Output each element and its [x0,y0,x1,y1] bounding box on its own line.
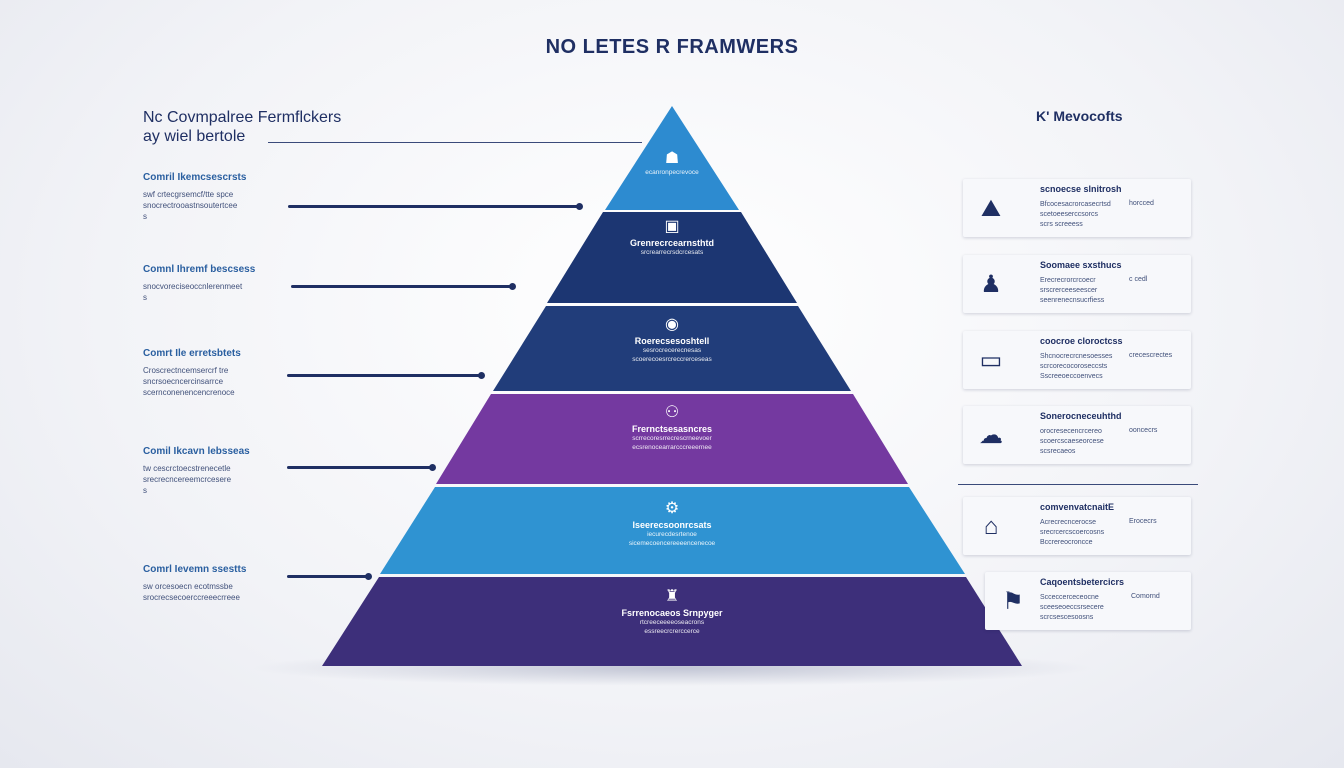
connector-line [288,203,583,210]
badge-icon: ◉ [665,316,679,333]
connector-line [287,372,485,379]
level-desc: sicemecoencereeeencenecoe [628,540,716,547]
connector-line [291,283,516,290]
left-item-title: Comnl Ihremf bescsess [143,264,256,275]
right-divider [958,484,1198,485]
left-item-desc: Croscrectncemsercrf tre [143,366,229,375]
left-item-desc: swf crtecgrsemcf/tte spce [143,190,234,199]
pyramid-level-5-label: ⚙ Iseerecsoonrcsats iecurecdesrtenoe sic… [552,500,792,548]
info-card: ⛰ scnoecse slnitrosh Bfcocesacrorcasecrt… [963,179,1191,237]
pyramid-level-6 [322,577,1022,666]
connector-line [287,573,372,580]
gear-icon: ⚙ [664,500,680,517]
card-side-label: Comornd [1131,593,1160,600]
card-side-label: c cedl [1129,276,1148,283]
left-item-desc: s [143,293,147,302]
left-item-desc: s [143,486,147,495]
level-desc: ecsrenocearrarcccreeernee [632,444,712,451]
card-title: Soomaee sxsthucs [1040,260,1122,270]
mountain-icon: ⛰ [980,195,1002,222]
level-title: Iseerecsoonrcsats [632,520,712,530]
level-desc: ecanronpecrevoce [645,169,699,176]
level-desc: iecurecdesrtenoe [647,531,697,538]
left-item-desc: srocrecsecoerccreeecrreee [143,593,240,602]
pyramid-level-2 [547,212,797,303]
pyramid-level-3-label: ◉ Roerecsesoshtell sesrocrecerecnesas sc… [552,316,792,364]
pyramid-level-1-label: ☗ ecanronpecrevoce [552,150,792,177]
card-title: scnoecse slnitrosh [1040,184,1122,194]
left-item: Comrl Ievemn ssestts sw orcesoecn ecotms… [143,564,293,603]
connector-line [287,464,436,471]
pyramid-level-3 [493,306,851,391]
left-heading: Nc Covmpalree Fermflckers ay wiel bertol… [143,108,341,146]
left-item: Comnl Ihremf bescsess snocvoreciseoccnle… [143,264,293,303]
pyramid-level-4 [436,394,908,484]
left-item-title: Comrl Ievemn ssestts [143,564,247,575]
right-heading: K' Mevocofts [1036,108,1123,124]
left-item: Comrt Ile erretsbtets Croscrectncemsercr… [143,348,293,398]
level-desc: rtcreeceeeeoseacrons [639,619,705,626]
flag-icon: ⚑ [1002,588,1024,615]
briefcase-icon: ▣ [664,218,680,235]
left-item-desc: snocrectrooastnsoutertcee [143,201,238,210]
left-item: Comil Ikcavn lebsseas tw cescrctoecstren… [143,446,293,496]
left-item: Comril Ikemcsescrsts swf crtecgrsemcf/tt… [143,172,293,222]
left-item-title: Comil Ikcavn lebsseas [143,446,250,457]
card-title: comvenvatcnaitE [1040,502,1115,512]
left-item-desc: sncrsoecncercinsarrce [143,377,224,386]
left-item-desc: sw orcesoecn ecotmssbe [143,582,233,591]
storefront-icon: ⌂ [983,513,999,540]
level-desc: srcrearrecrsdcrcesats [640,249,704,256]
card-side-label: horcced [1129,200,1154,207]
pyramid-level-2-label: ▣ Grenrecrcearnsthtd srcrearrecrsdcrcesa… [552,218,792,257]
card-side-label: crecescrectes [1129,352,1173,359]
card-title: coocroe cloroctcss [1040,336,1123,346]
person-icon: ☗ [664,150,680,167]
level-title: Frernctsesasncres [631,424,713,434]
pyramid-level-1 [605,106,739,210]
info-card: ▭ coocroe cloroctcss Shcnocrecrcnesoesse… [963,331,1191,389]
pyramid-level-6-label: ♜ Fsrrenocaeos Srnpyger rtcreeceeeeoseac… [552,588,792,636]
level-title: Roerecsesoshtell [634,336,710,346]
people-icon: ⚇ [664,404,680,421]
left-heading-line2: ay wiel bertole [143,128,246,145]
level-desc: essreecrcrerccerce [644,628,700,635]
left-item-desc: s [143,212,147,221]
building-icon: ♜ [664,588,680,605]
left-divider [268,142,642,143]
card-title: Caqoentsbetercicrs [1040,577,1125,587]
level-desc: scrrecoresrrecrescrneevoer [632,435,712,442]
left-heading-line1: Nc Covmpalree Fermflckers [143,109,342,126]
page-title: NO LETES R FRAMWERS [545,36,799,58]
card-side-label: Erocecrs [1129,518,1157,525]
user-icon: ♟ [980,271,1002,298]
left-item-desc: scernconenencencrenoce [143,388,235,397]
left-item-desc: tw cescrctoecstrenecetle [143,464,231,473]
level-desc: scoerecoesrcreccrerceseas [632,356,712,363]
level-title: Grenrecrcearnsthtd [629,238,715,248]
left-item-desc: srecrecncereemcrcesere [143,475,232,484]
left-item-title: Comril Ikemcsescrsts [143,172,247,183]
left-item-title: Comrt Ile erretsbtets [143,348,241,359]
pyramid-level-4-label: ⚇ Frernctsesasncres scrrecoresrrecrescrn… [552,404,792,452]
level-title: Fsrrenocaeos Srnpyger [621,608,723,618]
left-item-desc: snocvoreciseoccnlerenmeet [143,282,243,291]
level-desc: sesrocrecerecnesas [642,347,702,354]
card-side-label: ooncecrs [1129,427,1158,434]
folder-icon: ▭ [979,347,1003,374]
card-title: Sonerocneceuhthd [1040,411,1122,421]
cloud-icon: ☁ [979,422,1003,449]
pyramid-level-5 [380,487,965,574]
